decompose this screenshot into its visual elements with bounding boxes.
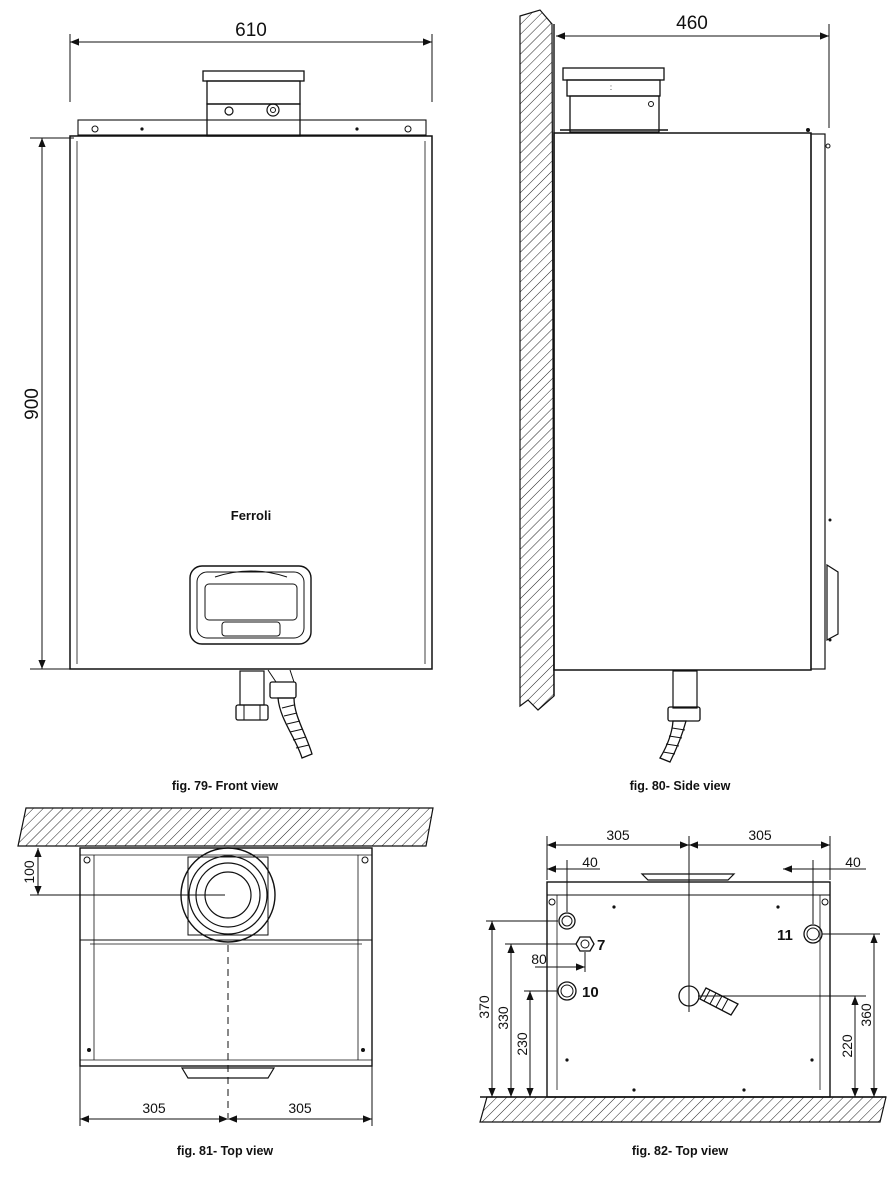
fitting-label-11: 11 [777,927,793,944]
bottom-right-dim: 305 [748,827,772,843]
bottom-left-offset-dim: 40 [582,854,598,870]
caption-fig81: fig. 81- Top view [177,1144,274,1158]
ferroli-logo: Ferroli [231,508,271,523]
caption-fig82: fig. 82- Top view [632,1144,729,1158]
dim-220: 220 [839,1034,855,1058]
top-left-dim: 305 [142,1100,166,1116]
top-view: 100 305 305 fig. 81- Top view [17,807,434,1158]
top-wall-dim: 100 [21,860,37,884]
floor-section [479,1096,887,1123]
front-height-dim: 900 [22,388,43,420]
top-right-dim: 305 [288,1100,312,1116]
dim-370: 370 [476,995,492,1019]
dim-80: 80 [531,951,547,967]
front-view: 610 900 Ferroli [22,20,433,793]
caption-fig79: fig. 79- Front view [172,779,279,793]
bottom-right-offset-dim: 40 [845,854,861,870]
fitting-label-7: 7 [597,937,605,954]
wall-section [519,9,555,711]
svg-text::: : [610,83,612,92]
side-view: 460 : fig. 80- Side view [519,9,839,793]
fitting-label-10: 10 [582,984,599,1001]
dim-360: 360 [858,1003,874,1027]
bottom-view: 305 305 40 40 7 10 11 80 [476,827,887,1158]
side-depth-dim: 460 [676,13,708,34]
top-wall-section [17,807,434,847]
front-width-dim: 610 [235,20,267,41]
caption-fig80: fig. 80- Side view [630,779,731,793]
dim-230: 230 [514,1032,530,1056]
dim-330: 330 [495,1006,511,1030]
bottom-left-dim: 305 [606,827,630,843]
